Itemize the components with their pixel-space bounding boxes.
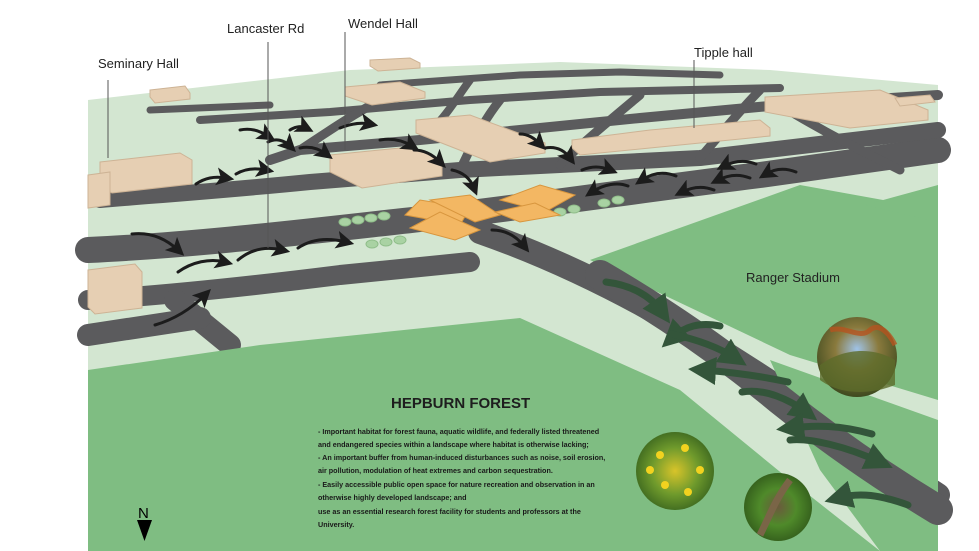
- photo-circle-icon: [744, 473, 812, 541]
- buildings: [87, 57, 936, 315]
- lancaster-rd-label: Lancaster Rd: [227, 21, 304, 36]
- photo-circle-icon: [817, 317, 898, 397]
- north-arrow-icon: [137, 520, 152, 541]
- traffic-flow-arrows: [130, 113, 798, 327]
- label-leaders: [107, 32, 695, 248]
- canopy-structure: [403, 184, 577, 241]
- field-edge: [865, 185, 938, 222]
- ranger-stadium-label: Ranger Stadium: [746, 270, 840, 285]
- forest-title: HEPBURN FOREST: [391, 395, 530, 412]
- forest-line-5: - Easily accessible public open space fo…: [318, 480, 595, 489]
- forest-description: - Important habitat for forest fauna, aq…: [318, 427, 605, 529]
- photo-circle-icon: [636, 432, 714, 510]
- forest-line-6: otherwise highly developed landscape; an…: [318, 493, 467, 502]
- forest-line-7: use as an essential research forest faci…: [318, 507, 581, 516]
- street-trees: [338, 195, 625, 249]
- forest-flow-arrows: [602, 278, 912, 509]
- seminary-hall-label: Seminary Hall: [98, 56, 179, 71]
- forest-line-8: University.: [318, 520, 354, 529]
- north-label: N: [138, 505, 149, 522]
- forest-line-1: - Important habitat for forest fauna, aq…: [318, 427, 599, 436]
- forest-line-4: air pollution, modulation of heat extrem…: [318, 466, 553, 475]
- forest-line-3: - An important buffer from human-induced…: [318, 453, 605, 462]
- wendel-hall-label: Wendel Hall: [348, 16, 418, 31]
- forest-line-2: and endangered species within a landscap…: [318, 440, 589, 449]
- tipple-hall-label: Tipple hall: [694, 45, 753, 60]
